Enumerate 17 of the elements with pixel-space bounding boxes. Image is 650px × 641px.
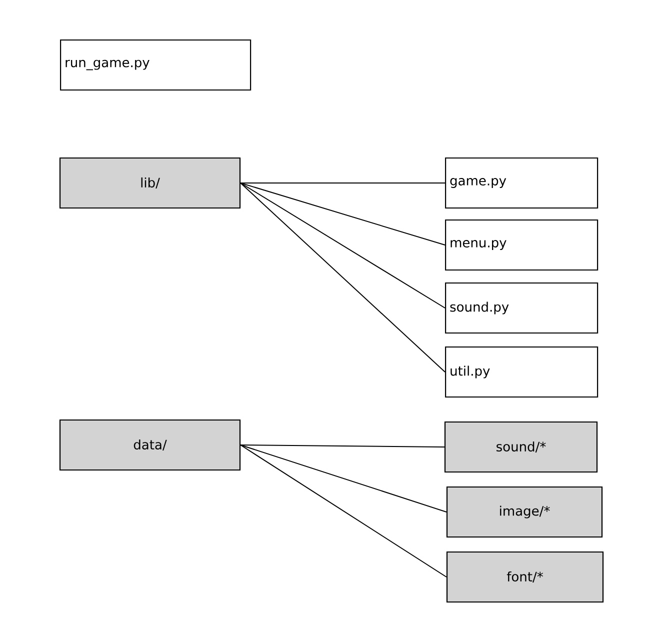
file-box: menu.py [445,219,598,271]
file-box: game.py [445,157,598,209]
folder-box: image/* [446,486,603,538]
connector-line [240,182,446,246]
connector-line [240,182,446,184]
folder-box: lib/ [59,157,241,209]
connector-line [240,444,447,512]
connector-line [240,182,446,308]
file-box: util.py [445,346,598,398]
connector-line [240,444,445,448]
folder-box: font/* [446,551,604,603]
file-box: sound.py [445,282,598,334]
connector-line [240,444,447,578]
folder-box: data/ [59,419,241,471]
connector-line [240,182,446,372]
folder-box: sound/* [444,421,598,473]
file-box: run_game.py [60,39,252,91]
